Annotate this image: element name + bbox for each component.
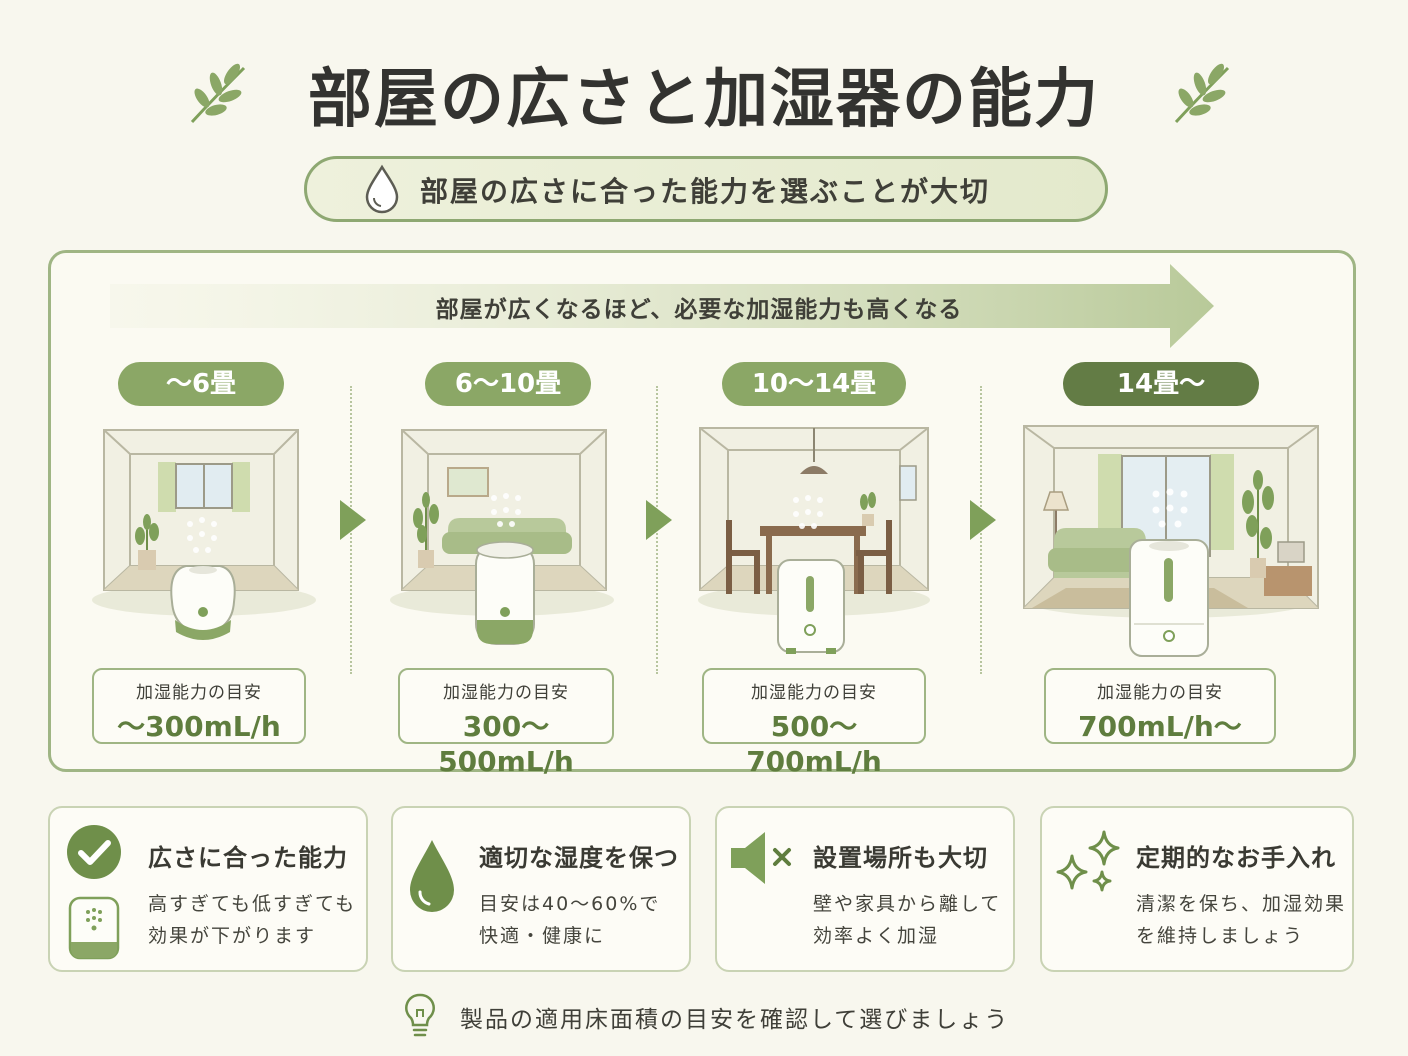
capacity-label: 加湿能力の目安 bbox=[1097, 683, 1223, 703]
capacity-value: ～300mL/h bbox=[117, 710, 281, 743]
page-title: 部屋の広さと加湿器の能力 bbox=[308, 63, 1100, 137]
tip-line: を維持しましょう bbox=[1136, 925, 1305, 947]
capacity-value: 500～700mL/h bbox=[746, 710, 882, 778]
tip-body: 目安は40～60%で 快適・健康に bbox=[479, 888, 660, 952]
tip-line: 目安は40～60%で bbox=[479, 893, 661, 915]
capacity-box: 加湿能力の目安 500～700mL/h bbox=[702, 668, 926, 778]
capacity-label: 加湿能力の目安 bbox=[136, 683, 262, 703]
tip-line: 壁や家具から離して bbox=[813, 893, 1002, 915]
progress-arrow bbox=[110, 264, 1214, 348]
size-pill-10-14: 10～14畳 bbox=[722, 362, 906, 406]
size-pill-14: 14畳～ bbox=[1063, 362, 1259, 406]
capacity-box: 加湿能力の目安 700mL/h～ bbox=[1044, 668, 1276, 744]
tip-line: 高すぎても低すぎても bbox=[148, 893, 357, 915]
tip-line: 効果が下がります bbox=[148, 925, 317, 947]
tip-line: 効率よく加湿 bbox=[813, 925, 940, 947]
speaker-mute-icon bbox=[731, 832, 791, 884]
tip-card-placement: 設置場所も大切 壁や家具から離して 効率よく加湿 bbox=[715, 806, 1015, 972]
flow-caption: 部屋が広くなるほど、必要な加湿能力も高くなる bbox=[435, 297, 963, 323]
tip-line: 快適・健康に bbox=[479, 925, 606, 947]
next-arrow-icon bbox=[340, 500, 366, 540]
leaf-branch-icon bbox=[190, 63, 246, 124]
room-illustration-medium bbox=[390, 429, 614, 645]
tip-title: 定期的なお手入れ bbox=[1136, 844, 1336, 872]
next-arrow-icon bbox=[970, 500, 996, 540]
size-pill-6: ～6畳 bbox=[118, 362, 284, 406]
lightbulb-icon bbox=[405, 993, 435, 1037]
capacity-value: 300～500mL/h bbox=[438, 710, 574, 778]
capacity-label: 加湿能力の目安 bbox=[751, 683, 877, 703]
next-arrow-icon bbox=[646, 500, 672, 540]
tip-body: 清潔を保ち、加湿効果 を維持しましょう bbox=[1136, 888, 1346, 952]
tip-title: 適切な湿度を保つ bbox=[479, 844, 679, 872]
capacity-box: 加湿能力の目安 ～300mL/h bbox=[92, 668, 306, 744]
tip-card-maintenance: 定期的なお手入れ 清潔を保ち、加湿効果 を維持しましょう bbox=[1040, 806, 1354, 972]
tip-title: 広さに合った能力 bbox=[148, 844, 348, 872]
tip-body: 壁や家具から離して 効率よく加湿 bbox=[813, 888, 1001, 952]
size-pill-6-10: 6～10畳 bbox=[425, 362, 591, 406]
footer-note: 製品の適用床面積の目安を確認して選びましょう bbox=[460, 1007, 1010, 1033]
capacity-value: 700mL/h～ bbox=[1078, 710, 1242, 743]
sparkle-icon bbox=[1056, 830, 1120, 892]
humidifier-icon bbox=[68, 896, 120, 960]
tip-line: 清潔を保ち、加湿効果 bbox=[1136, 893, 1347, 915]
tip-title: 設置場所も大切 bbox=[813, 844, 988, 872]
leaf-branch-icon bbox=[1174, 63, 1230, 124]
room-illustration-large bbox=[698, 427, 930, 654]
tip-card-capacity: 広さに合った能力 高すぎても低すぎても 効果が下がります bbox=[48, 806, 368, 972]
check-circle-icon bbox=[67, 825, 121, 879]
subtitle-pill bbox=[304, 156, 1108, 222]
tip-card-humidity: 適切な湿度を保つ 目安は40～60%で 快適・健康に bbox=[391, 806, 691, 972]
water-drop-icon bbox=[410, 840, 454, 912]
capacity-label: 加湿能力の目安 bbox=[443, 683, 569, 703]
room-illustration-xlarge bbox=[1023, 425, 1319, 657]
tip-body: 高すぎても低すぎても 効果が下がります bbox=[148, 888, 356, 952]
subtitle: 部屋の広さに合った能力を選ぶことが大切 bbox=[420, 175, 991, 208]
water-drop-icon bbox=[365, 164, 399, 214]
capacity-box: 加湿能力の目安 300～500mL/h bbox=[398, 668, 614, 778]
room-illustration-small bbox=[92, 429, 316, 640]
